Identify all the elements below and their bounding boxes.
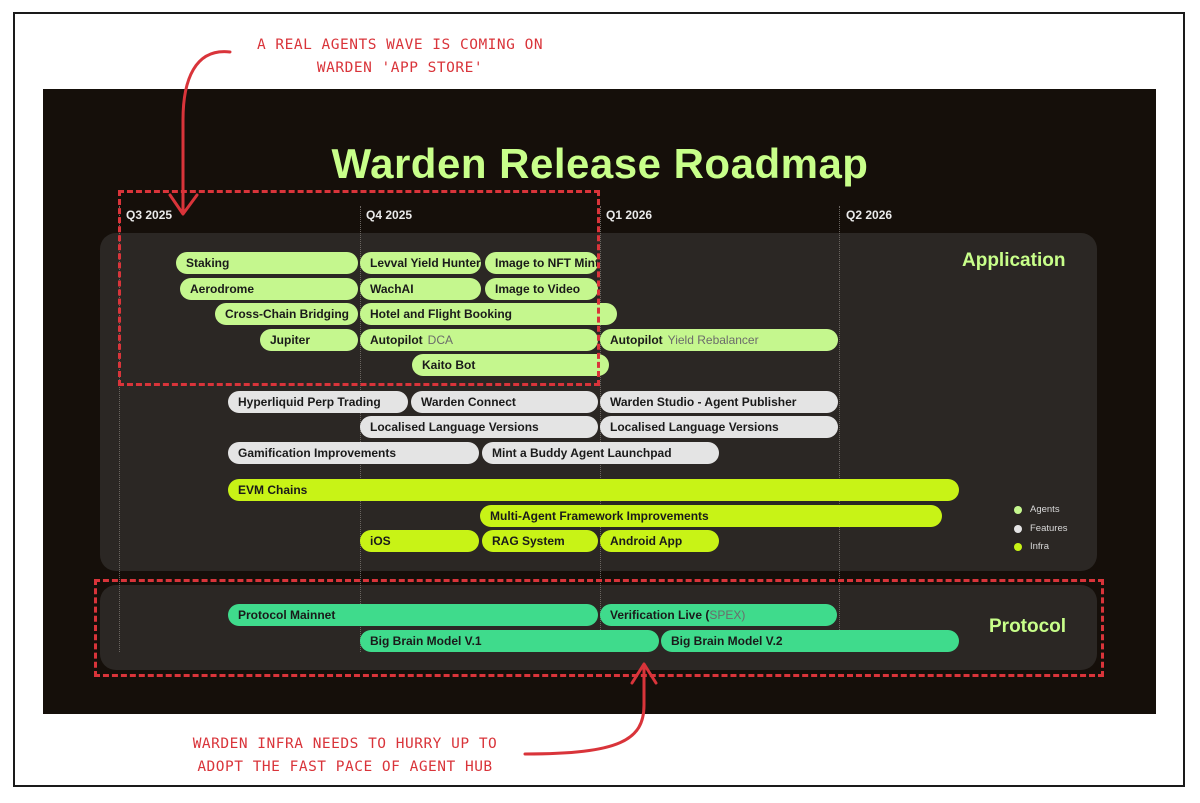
annotation-line: WARDEN 'APP STORE' [316,60,484,76]
legend-label: Infra [1030,541,1050,552]
bar-localised-language-q1: Localised Language Versions [600,416,838,438]
legend-label: Features [1030,523,1068,534]
bar-rag-system: RAG System [482,530,598,552]
quarter-label: Q3 2025 [126,208,173,222]
annotation-bottom: WARDEN INFRA NEEDS TO HURRY UP TO ADOPT … [170,733,520,779]
annotation-line: WARDEN INFRA NEEDS TO HURRY UP TO [192,736,498,752]
arrowhead-up-icon [630,662,658,685]
arrow-down-icon [181,50,232,214]
bar-protocol-mainnet: Protocol Mainnet [228,604,598,626]
bar-jupiter: Jupiter [260,329,358,351]
bar-image-to-nft-mint: Image to NFT Mint [485,252,598,274]
highlight-box-protocol [94,579,1104,677]
annotation-line: ADOPT THE FAST PACE OF AGENT HUB [197,759,493,775]
bar-multi-agent-framework: Multi-Agent Framework Improvements [480,505,942,527]
legend-dot-icon [1014,543,1022,551]
arrow-up-icon [523,663,646,756]
bar-big-brain-v2: Big Brain Model V.2 [661,630,959,652]
protocol-label: Protocol [989,616,1067,637]
annotation-line: A REAL AGENTS WAVE IS COMING ON [256,37,544,53]
legend-dot-icon [1014,506,1022,514]
bar-evm-chains: EVM Chains [228,479,959,501]
bar-sub-label: ) [741,608,746,622]
bar-hotel-flight-booking: Hotel and Flight Booking [360,303,617,325]
bar-ios: iOS [360,530,479,552]
highlight-box-agents [118,190,600,386]
bar-warden-connect: Warden Connect [411,391,598,413]
quarter-label: Q2 2026 [846,208,893,222]
quarter-gridline [839,206,840,652]
bar-wachai: WachAI [360,278,481,300]
bar-verification-live: Verification Live (SPEX) [600,604,837,626]
quarter-label: Q4 2025 [366,208,413,222]
bar-autopilot-dca: Autopilot DCA [360,329,598,351]
bar-kaito-bot: Kaito Bot [412,354,609,376]
bar-aerodrome: Aerodrome [180,278,358,300]
bar-cross-chain-bridging: Cross-Chain Bridging [215,303,358,325]
bar-mint-buddy-launchpad: Mint a Buddy Agent Launchpad [482,442,719,464]
bar-main-label: Autopilot [370,333,423,347]
bar-sub-label: Yield Rebalancer [667,333,759,347]
bar-sub-label: DCA [427,333,453,347]
quarter-gridline [119,206,120,652]
bar-levval-yield-hunter: Levval Yield Hunter [360,252,481,274]
bar-localised-language-q4: Localised Language Versions [360,416,598,438]
bar-big-brain-v1: Big Brain Model V.1 [360,630,659,652]
bar-gamification-improvements: Gamification Improvements [228,442,479,464]
bar-autopilot-yield-rebalancer: Autopilot Yield Rebalancer [600,329,838,351]
annotation-top: A REAL AGENTS WAVE IS COMING ON WARDEN '… [240,34,560,80]
bar-staking: Staking [176,252,358,274]
bar-main-label: Autopilot [610,333,663,347]
legend-dot-icon [1014,525,1022,533]
image-frame [13,12,1185,787]
bar-main-label: Verification Live ( [610,608,710,622]
bar-hyperliquid-perp-trading: Hyperliquid Perp Trading [228,391,408,413]
bar-warden-studio: Warden Studio - Agent Publisher [600,391,838,413]
roadmap-title: Warden Release Roadmap [331,140,869,187]
legend-label: Agents [1030,504,1060,515]
protocol-panel [100,585,1097,670]
bar-sub-label: SPEX [709,608,742,622]
arrowhead-down-icon [168,193,199,216]
quarter-label: Q1 2026 [606,208,653,222]
bar-image-to-video: Image to Video [485,278,598,300]
bar-android-app: Android App [600,530,719,552]
application-label: Application [962,250,1066,271]
